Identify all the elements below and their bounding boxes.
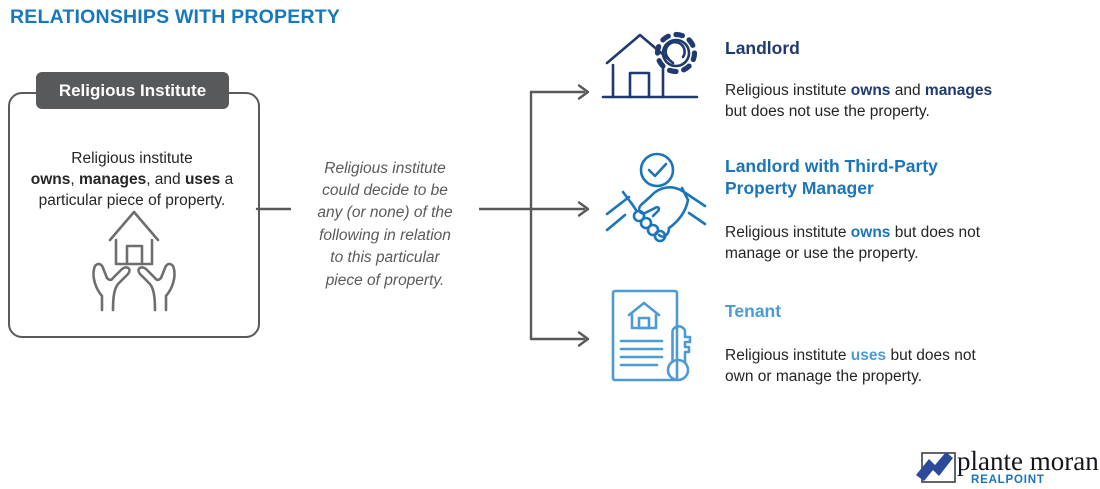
plante-moran-wordmark: plante moran: [957, 446, 1099, 476]
outcome-title-landlord: Landlord: [725, 38, 800, 58]
connector-note: Religious institute could decide to be a…: [291, 157, 479, 292]
plante-moran-logo-icon: [916, 452, 956, 483]
arrowhead-icon: [577, 84, 590, 100]
right-hand: [137, 262, 176, 312]
religious-institute-box: [8, 92, 260, 338]
outcome-body-landlord-third-party: Religious institute owns but does not ma…: [725, 223, 981, 263]
checkmark-icon: [647, 162, 668, 178]
arrowhead-icon: [577, 201, 590, 217]
arrowhead-icon: [577, 331, 590, 347]
house-gear-icon: [601, 31, 699, 99]
outcome-title-landlord-third-party: Landlord with Third-Party Property Manag…: [725, 156, 938, 198]
handshake-check-icon: [605, 152, 707, 243]
realpoint-label: REALPOINT: [971, 474, 1045, 486]
left-hand: [92, 262, 131, 312]
page-title: RELATIONSHIPS WITH PROPERTY: [10, 6, 341, 28]
outcome-body-tenant: Religious institute uses but does not ow…: [725, 346, 976, 386]
outcome-body-landlord: Religious institute owns and manages but…: [725, 81, 993, 121]
outcome-title-tenant: Tenant: [725, 301, 782, 321]
religious-institute-box-header: Religious Institute: [36, 72, 229, 109]
document-key-icon: [611, 289, 692, 382]
religious-institute-box-header-label: Religious Institute: [58, 80, 207, 100]
religious-institute-box-body: Religious institute owns, manages, and u…: [30, 149, 234, 209]
house-in-hands-icon: [92, 210, 176, 312]
